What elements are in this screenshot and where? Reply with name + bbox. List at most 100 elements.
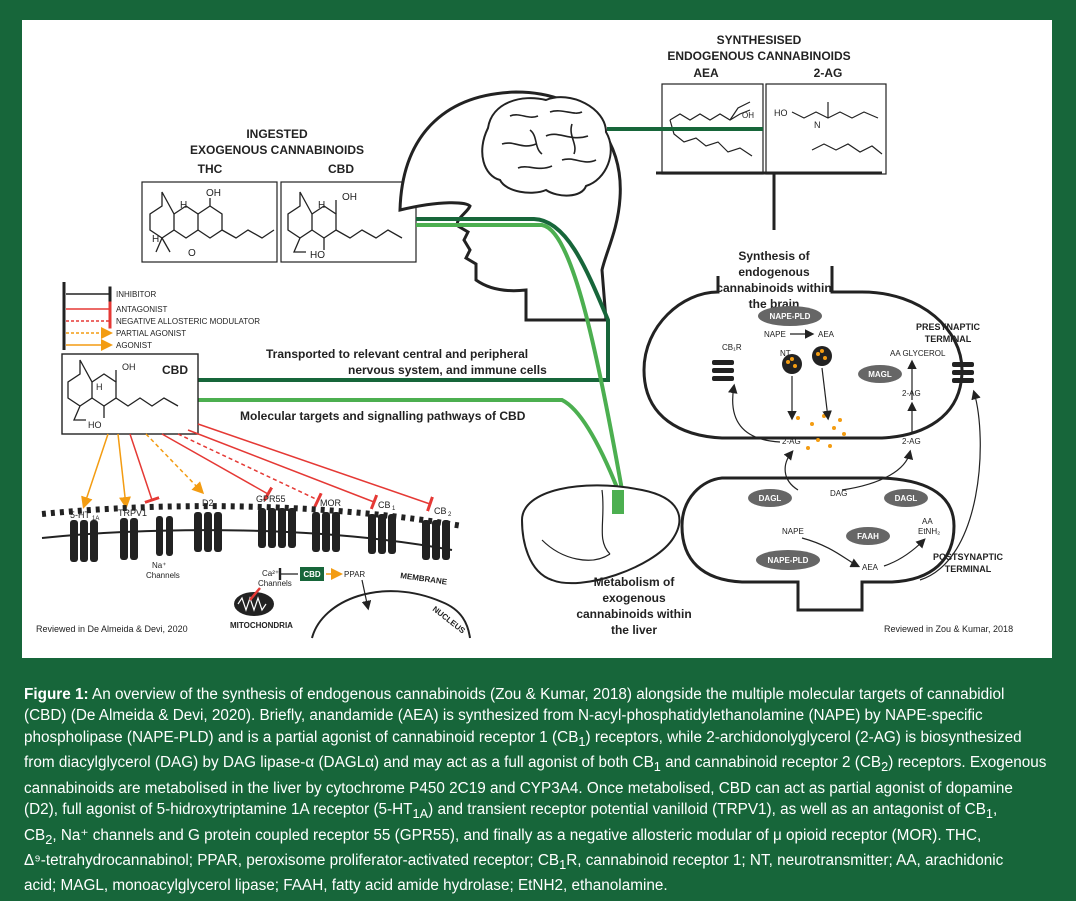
target-arrows xyxy=(81,423,434,512)
caption-line: Δ⁹-tetrahydrocannabinol; PPAR, peroxisom… xyxy=(24,852,1004,873)
rec-cb1-sub: 1 xyxy=(392,506,396,512)
rec-gpr55: GPR55 xyxy=(256,494,286,504)
legend-nam: NEGATIVE ALLOSTERIC MODULATOR xyxy=(116,317,260,326)
dagl-right xyxy=(884,489,928,507)
cbd-structure-box xyxy=(280,181,417,263)
dag-label: DAG xyxy=(830,489,847,498)
aa-label: AA xyxy=(922,517,933,526)
rec-5ht-sub: 1A xyxy=(92,516,99,522)
ingested-title-1: INGESTED xyxy=(246,127,308,141)
nt-label: NT xyxy=(780,349,791,358)
membrane-label: MEMBRANE xyxy=(400,571,449,587)
na-channels-1: Na⁺ xyxy=(152,561,166,570)
vesicle-2 xyxy=(812,346,832,366)
aea-top: AEA xyxy=(818,330,835,339)
diagram: INGESTED EXOGENOUS CANNABINOIDS THC CBD … xyxy=(36,33,1013,639)
rec-cb2-sub: 2 xyxy=(448,512,452,518)
nape-pld-bottom-label: NAPE-PLD xyxy=(768,556,809,565)
figure-panel: INGESTED EXOGENOUS CANNABINOIDS THC CBD … xyxy=(22,20,1052,658)
2ag-structure-box xyxy=(765,83,887,175)
nape-top: NAPE xyxy=(764,330,786,339)
cbd-molecule-2 xyxy=(67,359,179,421)
cbd-oh: OH xyxy=(342,192,357,203)
nape-bottom: NAPE xyxy=(782,527,804,536)
ref-right: Reviewed in Zou & Kumar, 2018 xyxy=(884,624,1013,634)
thc-label: THC xyxy=(198,162,223,176)
2ag-right: 2-AG xyxy=(902,437,921,446)
nucleus-label: NUCLEUS xyxy=(431,604,468,635)
transport-line-2: nervous system, and immune cells xyxy=(348,363,547,377)
cb1r-right xyxy=(952,362,974,383)
cbd-h: H xyxy=(318,200,325,211)
aea-bottom: AEA xyxy=(862,563,879,572)
liver-line-4: the liver xyxy=(611,623,657,637)
cbd-chip xyxy=(300,567,324,581)
faah-label: FAAH xyxy=(857,532,879,541)
caption-line: from diacylglycerol (DAG) by DAG lipase-… xyxy=(24,754,1047,775)
2ag-molecule xyxy=(791,102,883,155)
etnh2-label: EtNH₂ xyxy=(918,527,940,536)
dagl-left-label: DAGL xyxy=(759,494,782,503)
aea-label: AEA xyxy=(693,66,719,80)
cb1r-left xyxy=(712,360,734,381)
dagl-right-label: DAGL xyxy=(895,494,918,503)
synthesis-line-2: endogenous xyxy=(738,265,810,279)
legend-agonist: AGONIST xyxy=(116,341,152,350)
caption-line: Figure 1: An overview of the synthesis o… xyxy=(24,686,1005,703)
2ag-upper: 2-AG xyxy=(902,389,921,398)
thc-oh: OH xyxy=(206,188,221,199)
cbd-chip-label: CBD xyxy=(303,570,321,579)
aea-molecule xyxy=(669,101,753,157)
transport-line-1: Transported to relevant central and peri… xyxy=(266,347,528,361)
rec-d2: D2 xyxy=(202,498,214,508)
liver-line-3: cannabinoids within xyxy=(576,607,691,621)
receptor-glyphs xyxy=(70,508,450,562)
rec-5ht: 5-HT xyxy=(70,510,91,520)
cbd-label: CBD xyxy=(328,162,354,176)
figure-caption: Figure 1: An overview of the synthesis o… xyxy=(24,684,1052,897)
caption-line: (D2), full agonist of 5-hidroxytriptamin… xyxy=(24,801,998,822)
cbd2-h: H xyxy=(96,382,103,392)
presyn-2: TERMINAL xyxy=(925,334,972,344)
nape-pld-bottom xyxy=(756,550,820,570)
postsyn-1: POSTSYNAPTIC xyxy=(933,552,1004,562)
caption-line: cannabinoids are metabolised in the live… xyxy=(24,779,1013,797)
rec-mor: MOR xyxy=(320,498,341,508)
thc-o: O xyxy=(188,248,196,259)
synth-title-2: ENDOGENOUS CANNABINOIDS xyxy=(667,49,850,63)
cbd-ho: HO xyxy=(310,250,325,261)
dagl-left xyxy=(748,489,792,507)
legend-antagonist: ANTAGONIST xyxy=(116,305,168,314)
postsynaptic-terminal xyxy=(680,476,956,612)
brain xyxy=(481,96,612,197)
nucleus xyxy=(311,590,471,639)
ingested-title-2: EXOGENOUS CANNABINOIDS xyxy=(190,143,364,157)
2ag-ho: HO xyxy=(774,108,788,118)
targets-title: Molecular targets and signalling pathway… xyxy=(240,409,526,423)
caption-line: CB2, Na⁺ channels and G protein coupled … xyxy=(24,826,982,847)
nape-pld-top-label: NAPE-PLD xyxy=(770,312,811,321)
ca-channels-1: Ca²⁺ xyxy=(262,569,279,578)
postsyn-2: TERMINAL xyxy=(945,564,992,574)
rec-trpv1: TRPV1 xyxy=(118,508,147,518)
synthesis-line-1: Synthesis of xyxy=(738,249,810,263)
caption-line: (CBD) (De Almeida & Devi, 2020). Briefly… xyxy=(24,707,983,725)
liver-line-1: Metabolism of xyxy=(594,575,676,589)
presynaptic-terminal xyxy=(642,266,964,440)
nape-pld-top xyxy=(758,306,822,326)
ca-channels-2: Channels xyxy=(258,579,292,588)
liver xyxy=(520,484,681,585)
vesicle-1 xyxy=(782,354,802,374)
rec-cb1: CB xyxy=(378,500,391,510)
ref-left: Reviewed in De Almeida & Devi, 2020 xyxy=(36,624,188,634)
legend-partial-agonist: PARTIAL AGONIST xyxy=(116,329,186,338)
synthesis-line-3: cannabinoids within xyxy=(716,281,831,295)
magl xyxy=(858,365,902,383)
magl-label: MAGL xyxy=(868,370,892,379)
cbd-molecule xyxy=(287,191,403,253)
presyn-1: PRESYNAPTIC xyxy=(916,322,981,332)
ppar-label: PPAR xyxy=(344,570,365,579)
membrane xyxy=(41,503,463,529)
thc-h2: H xyxy=(152,234,159,245)
cb1r-label: CB₁R xyxy=(722,343,742,352)
